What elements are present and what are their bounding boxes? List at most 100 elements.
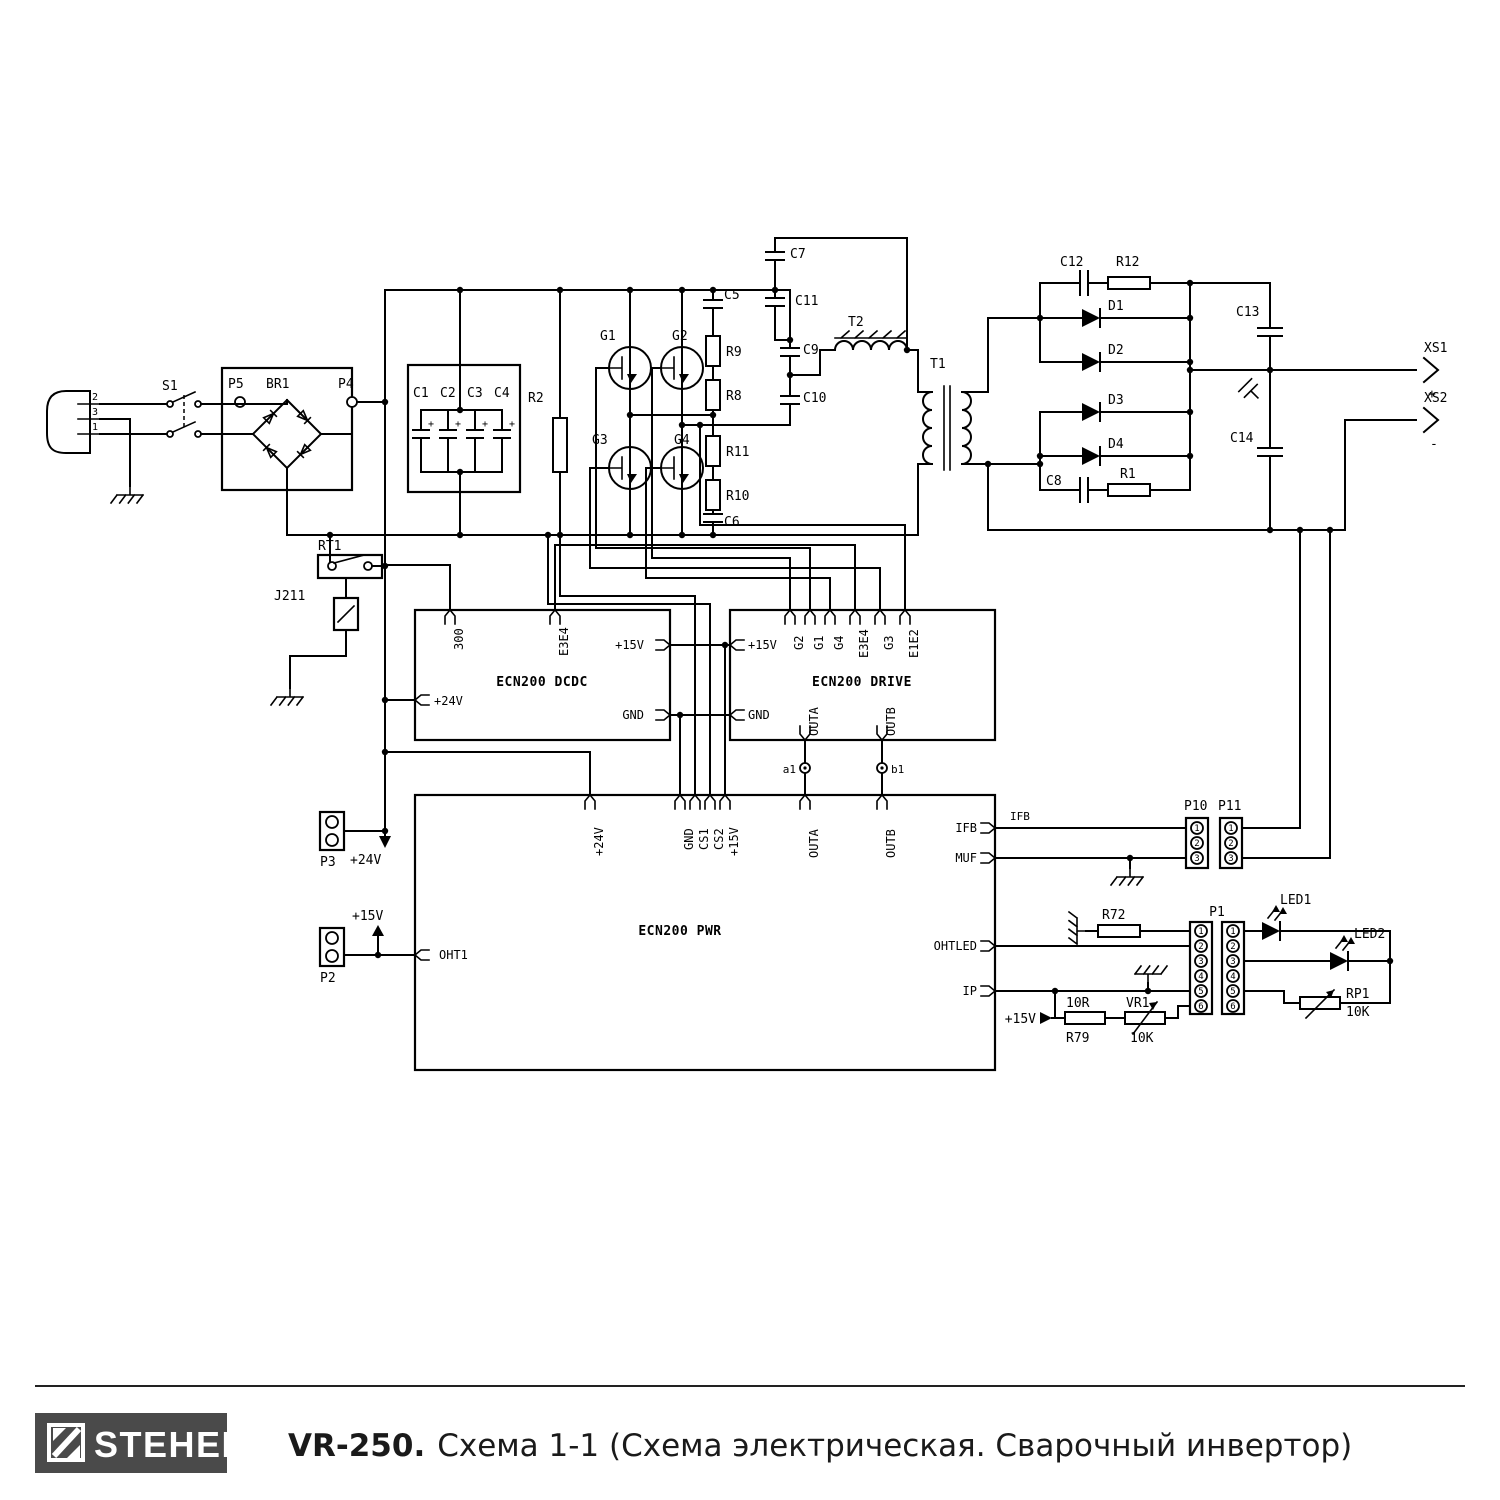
xs1-arrow-icon (1422, 356, 1440, 384)
v15-arrow-icon (1040, 1012, 1052, 1024)
g4-label: G4 (674, 433, 690, 448)
xs2-polarity: - (1430, 437, 1438, 452)
c9-label: C9 (803, 343, 819, 358)
pwr-pin-ip: IP (963, 984, 977, 998)
svg-text:1: 1 (1230, 927, 1235, 937)
connector-p2: P2 +15V (318, 909, 384, 986)
plug-pin1-label: 1 (92, 422, 98, 433)
c4-label: C4 (494, 386, 510, 401)
r12-label: R12 (1116, 255, 1139, 270)
svg-text:2: 2 (1198, 942, 1203, 952)
pwr-pin-outa: OUTA (807, 828, 821, 858)
g1-label: G1 (600, 329, 616, 344)
block-pwr: ECN200 PWR +24V GND CS1 CS2 +15V OUTA OU… (413, 793, 997, 1072)
xs2-label: XS2 (1424, 391, 1447, 406)
p11-pin-2: 2 (1228, 839, 1233, 849)
svg-text:4: 4 (1198, 972, 1203, 982)
gate-wires (589, 367, 881, 611)
svg-text:6: 6 (1230, 1002, 1235, 1012)
r10-resistor (705, 479, 721, 511)
c12-label: C12 (1060, 255, 1083, 270)
r79-label: R79 (1066, 1031, 1089, 1046)
r9-label: R9 (726, 345, 742, 360)
p10-pin-2: 2 (1194, 839, 1199, 849)
r79-value: 10R (1066, 996, 1090, 1011)
drive-box (728, 608, 997, 742)
svg-text:4: 4 (1230, 972, 1235, 982)
earth-ground-icon (110, 485, 144, 504)
potentiometer-rp1: RP1 10K (1299, 987, 1370, 1020)
pwr-pin-gnd: GND (682, 828, 696, 850)
control-wires (384, 424, 906, 796)
r2-label: R2 (528, 391, 544, 406)
p1-label: P1 (1209, 905, 1225, 920)
p4-label: P4 (338, 377, 354, 392)
connector-p11: P11 1 2 3 (1218, 799, 1244, 870)
c9-capacitor (780, 347, 800, 357)
p11-pin-3: 3 (1228, 854, 1233, 864)
dcdc-pin-e3e4: E3E4 (557, 627, 571, 656)
output-rectifier: D1 D2 D3 D4 C12 R12 C8 R1 (1039, 255, 1271, 503)
igbt-legs (629, 289, 683, 536)
g3-label: G3 (592, 433, 608, 448)
pwr-pin-cs2: CS2 (712, 828, 726, 850)
drive-pin-e1e2: E1E2 (907, 629, 921, 658)
ip-divider: +15V 10R R79 VR1 10K (1005, 996, 1166, 1046)
plug-body (46, 390, 91, 454)
c3-polarity: + (482, 419, 488, 430)
pwr-pin-outb: OUTB (884, 829, 898, 858)
r72-resistor (1097, 924, 1141, 938)
capbank-plates (412, 429, 511, 439)
dcdc-pin-24v: +24V (434, 694, 463, 708)
v15-arrow-icon (372, 925, 384, 936)
feedback-wires (1241, 529, 1331, 859)
igbt-mid-taps (629, 414, 791, 426)
p3-label: P3 (320, 855, 336, 870)
io-wires (343, 827, 1191, 1019)
p11-label: P11 (1218, 799, 1241, 814)
r9-resistor (705, 335, 721, 367)
earth-ground-icon (1110, 867, 1144, 886)
t1-label: T1 (930, 357, 946, 372)
pwr-pin-24v: +24V (592, 827, 606, 856)
v15-flag-label: +15V (352, 909, 383, 924)
r1-resistor (1107, 483, 1151, 497)
c8-label: C8 (1046, 474, 1062, 489)
drive-pin-outb: OUTB (884, 707, 898, 736)
pwr-pin-ohtled: OHTLED (934, 939, 977, 953)
t1-primary (922, 390, 934, 466)
c14-capacitor (1257, 447, 1283, 457)
svg-text:3: 3 (1230, 957, 1235, 967)
earth-ground-icon (1134, 965, 1168, 984)
vr1-value: 10K (1130, 1031, 1154, 1046)
bridge-diamond (251, 398, 323, 470)
plug-pin3-label: 3 (92, 407, 98, 418)
c13-label: C13 (1236, 305, 1259, 320)
block-drive: ECN200 DRIVE G2 G1 G4 E3E4 G3 E1E2 +15V … (728, 608, 997, 742)
bridge-wires (221, 399, 386, 536)
gate-test-points: a1 b1 (783, 762, 904, 776)
t2-label: T2 (848, 315, 864, 330)
dcdc-title: ECN200 DCDC (496, 675, 588, 690)
svg-text:3: 3 (1198, 957, 1203, 967)
c5-capacitor (703, 299, 723, 309)
connector-p10: P10 1 2 3 (1184, 799, 1210, 870)
drive-pin-g4: G4 (832, 636, 846, 650)
connector-p3: P3 (318, 810, 346, 870)
c10-label: C10 (803, 391, 826, 406)
c11-label: C11 (795, 294, 818, 309)
rp1-value: 10K (1346, 1005, 1370, 1020)
t2-core (834, 329, 908, 340)
led2-label: LED2 (1354, 927, 1385, 942)
mains-wires (99, 403, 168, 487)
drive-pin-e3e4: E3E4 (857, 629, 871, 658)
c11-capacitor (765, 297, 785, 307)
br1-label: BR1 (266, 377, 289, 392)
drive-pin-g3: G3 (882, 636, 896, 650)
output-filter: C13 C14 XS1 + XS2 - (1189, 282, 1447, 859)
svg-text:5: 5 (1230, 987, 1235, 997)
led-indicators: LED1 LED2 RP1 10K (1243, 893, 1391, 1020)
v15-bottom-label: +15V (1005, 1012, 1036, 1027)
jumper-j211: J211 (270, 577, 360, 706)
